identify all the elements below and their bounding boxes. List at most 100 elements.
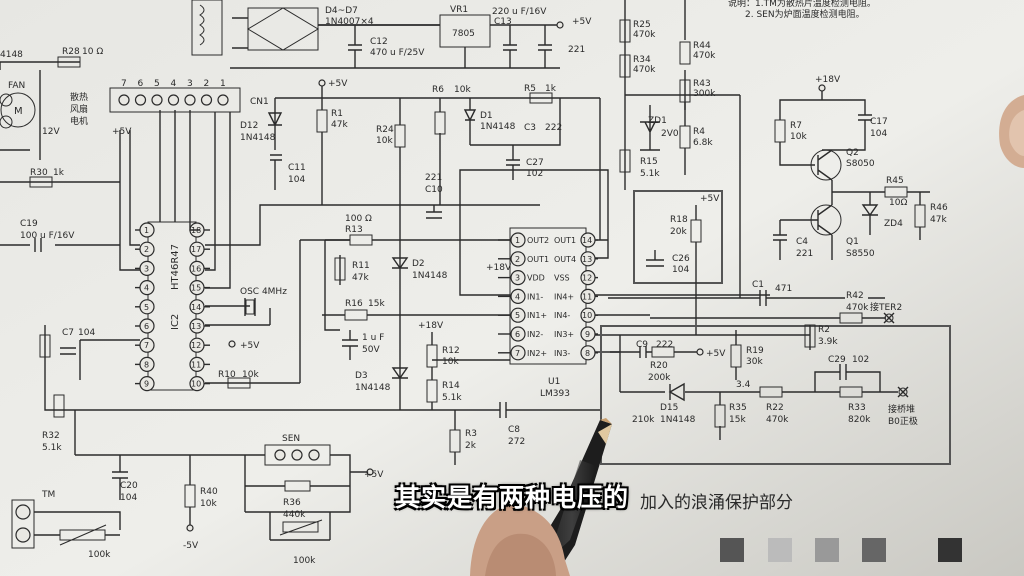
r6-label: R6 [432,85,444,95]
u1-left-pin-label: IN2+ [527,349,547,358]
r10-label: R10 [218,370,236,380]
u1-right-pin-label: OUT4 [554,255,576,264]
c7-label: C7 [62,328,74,338]
r22-val: 470k [766,415,789,425]
u1-right-pin-number: 10 [582,311,592,320]
u1-left-pin [510,270,526,286]
u1-right-pin-label: IN3+ [554,330,574,339]
ic2-left-pin-number: 5 [144,303,149,312]
p18v-mid: +18V [418,321,444,331]
u1-left-pin-number: 4 [515,292,520,301]
r18-c26-box: +5V R18 20k C26 104 [633,190,723,335]
transformer-box [191,0,223,56]
fan-cn-1: 散热 [70,91,88,103]
r42-to: 接TER2 [870,301,902,313]
ic2-left-pin-number: 8 [144,360,149,369]
d1-label: D1 [480,111,493,121]
c1uf-label: 1 u F [362,333,384,343]
r40-val: 10k [200,499,217,509]
c19-val: 100 u F/16V [20,231,75,241]
q2-transistor-icon [810,149,842,181]
p5v-r1: +5V [328,79,348,89]
u1-right-pin-number: 11 [582,292,592,301]
ic2-right-pin-number: 12 [191,341,201,350]
c20-val: 104 [120,493,137,503]
r33-val: 820k [848,415,871,425]
bridge-cn1: 接桥堆 [888,403,915,415]
u1-left-pin [510,288,526,304]
cn1-pin-number: 2 [204,79,210,89]
r7-val: 10k [790,132,807,142]
ic2-left-pin [139,280,155,296]
p18v-u1: +18V [486,263,512,273]
d2-label: D2 [412,259,425,269]
cn1-pin-number: 3 [187,79,193,89]
c12-label: C12 [370,37,388,47]
r15-label: R15 [640,157,658,167]
c4-label: C4 [796,237,808,247]
r3-val: 2k [465,441,477,451]
r35-val: 15k [729,415,746,425]
u1-left-pin [510,307,526,323]
driver-section: +18V R7 10k C17 104 Q2 S8050 Q1 S8550 C4… [773,75,948,260]
r18-val: 20k [670,227,687,237]
zd1-val: 2V0 [661,129,679,139]
u1-right-pin-label: VSS [554,274,570,283]
c10-label: C10 [425,185,443,195]
u1-right-pin-number: 9 [585,330,590,339]
c221-top: 221 [568,45,585,55]
d12-label: D12 [240,121,258,131]
u1-right-pin-number: 12 [582,274,592,283]
d15-label: D15 [660,403,678,413]
p5v-r18: +5V [700,194,720,204]
ic2-right-pin [189,376,205,392]
c10-val: 221 [425,173,442,183]
r19-label: R19 [746,346,764,356]
r4-label: R4 [693,127,705,137]
c1-r42-line: C1 471 R42 470k 接TER2 [608,95,902,324]
r43-val: 300k [693,89,716,99]
cn1-pin-number: 5 [154,79,160,89]
c4-val: 221 [796,249,813,259]
r11-val: 47k [352,273,369,283]
p5v-cn: +5V [112,127,132,137]
r36-val: 440k [283,510,306,520]
p5v-c9: +5V [706,349,726,359]
power-supply-section: D4~D7 1N4007×4 VR1 7805 220 u F/16V C13 … [191,0,592,69]
r44-label: R44 [693,41,711,51]
u1-right-pin [580,326,596,342]
u1-left-pin-label: VDD [527,274,545,283]
ic2-left-pin [139,222,155,238]
cn1-pin-6 [134,94,147,106]
r34-val: 470k [633,65,656,75]
ic2-left-pin-number: 6 [144,322,149,331]
bridge-cn2: B0正极 [888,415,918,427]
r2-label: R2 [818,325,830,335]
u1-right-pin-label: IN4+ [554,292,574,301]
d4148-left: 4148 [0,50,23,60]
r5-val: 1k [545,84,557,94]
c3-label: C3 [524,123,536,133]
p18v-right: +18V [815,75,841,85]
c9-val: 222 [656,340,673,350]
r28-label: R28 [62,47,80,57]
cn1-pin-number: 6 [138,79,144,89]
middle-components: +5V R1 47k D12 1N4148 C11 104 R24 10k D2… [240,79,601,465]
ic2-right-pin [189,337,205,353]
d3-val: 1N4148 [355,383,391,393]
u1-part: LM393 [540,389,570,399]
ic2-right-pin [189,280,205,296]
ic2-label: IC2 [170,314,181,330]
r24-label: R24 [376,125,394,135]
osc-label: OSC 4MHz [240,287,287,297]
u1-left-pin-number: 5 [515,311,520,320]
r45-val: 10Ω [889,198,907,208]
ic2-right-pin-number: 11 [191,360,201,369]
u1-left-pin-label: IN1+ [527,311,547,320]
sen-label: SEN [282,434,300,444]
r14-label: R14 [442,381,460,391]
ic2-right-pin-number: 16 [191,264,201,273]
cn1-pin-1 [217,94,229,106]
cn1-pin-3 [184,94,196,106]
ic2-part: HT46R47 [170,244,181,290]
